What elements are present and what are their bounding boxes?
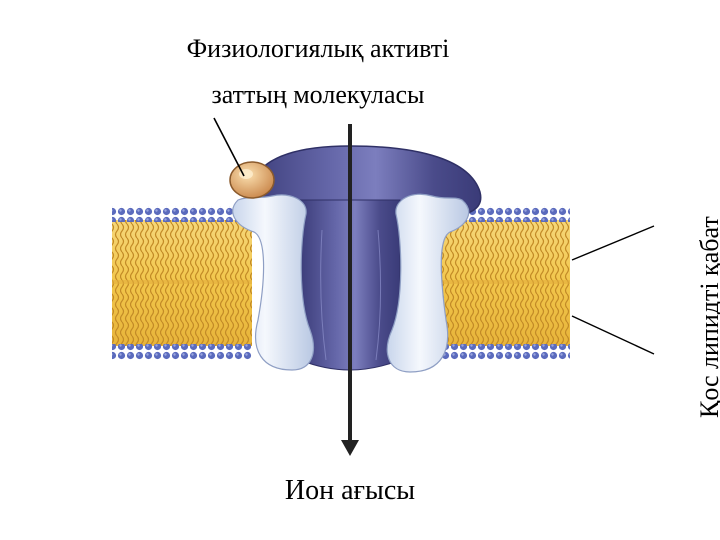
ligand-molecule	[229, 161, 275, 199]
channel-protein	[232, 145, 482, 373]
lipid-bilayer-right	[440, 206, 570, 360]
molecule-label-line2: заттың молекуласы	[211, 80, 425, 109]
ion-flow-label: Ион ағысы	[284, 475, 416, 506]
lipid-bilayer-label: Қос липидті қабат	[695, 216, 720, 418]
bilayer-pointer-lines	[571, 225, 655, 355]
lipid-bilayer-left	[112, 206, 252, 360]
ligand-pointer-line	[213, 117, 245, 177]
ion-flow-arrow	[341, 124, 359, 456]
molecule-label-line1: Физиологиялық активті	[186, 34, 450, 63]
